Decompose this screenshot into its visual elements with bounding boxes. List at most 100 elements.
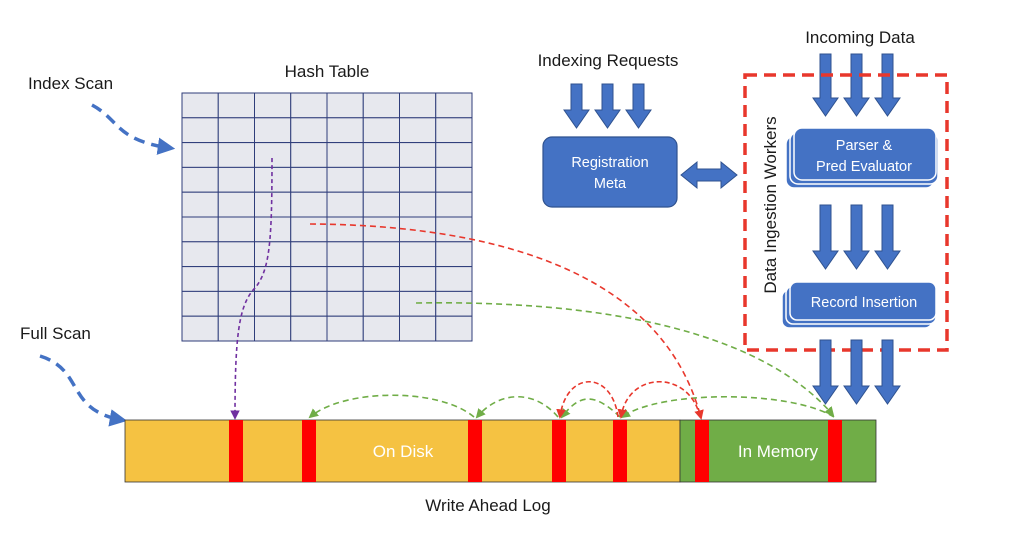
hash-table-cell [181,290,219,317]
hash-table-cell [254,290,292,317]
hash-table-cell [254,266,292,292]
hash-table-cell [181,117,219,144]
parser-to-insertion-arrows [812,204,901,270]
hash-table-cell [217,117,255,144]
hash-table-cell [181,216,219,243]
hash-table-cell [181,315,219,342]
hash-table-cell [254,117,292,144]
hash-table-cell [399,142,437,168]
registration-meta-line1: Registration [571,155,648,171]
hash-table-cell [362,216,400,243]
hash-table-cell [290,166,328,193]
parser-line2: Pred Evaluator [816,159,912,175]
hash-table-cell [435,191,473,218]
hash-table-cell [181,266,219,292]
hash-table-grid [181,92,473,342]
registration-meta-line2: Meta [594,176,627,192]
wal-red-chain [556,380,701,419]
hash-table-cell [181,92,219,119]
data-ingestion-workers-label: Data Ingestion Workers [761,116,780,293]
hash-table-cell [254,241,292,268]
hash-table-cell [181,241,219,268]
record-insertion-box-stack [781,281,937,329]
hash-table-cell [254,216,292,243]
hash-table-cell [217,266,255,292]
hash-table-cell [435,216,473,243]
hash-table-cell [254,191,292,218]
hash-table-cell [326,92,364,119]
hash-table-cell [326,166,364,193]
index-scan-arrow [91,103,176,155]
full-scan-arrow [39,354,128,427]
hash-table-cell [326,191,364,218]
hash-table-cell [326,117,364,144]
hash-table-cell [254,142,292,168]
hash-table-cell [399,315,437,342]
hash-table-cell [181,166,219,193]
hash-table-cell [217,92,255,119]
hash-table-cell [290,117,328,144]
hash-table-cell [435,241,473,268]
on-disk-label: On Disk [373,442,434,461]
data-ingestion-workers-frame [743,73,949,352]
hash-table-cell [326,241,364,268]
hash-table-cell [290,92,328,119]
wal-record-markers [229,420,842,482]
hash-table-cell [399,191,437,218]
hash-table-cell [181,191,219,218]
registration-meta-box [542,136,678,208]
hash-table-cell [435,266,473,292]
index-scan-label: Index Scan [28,74,113,93]
incoming-data-label: Incoming Data [805,28,915,47]
hash-table-cell [254,92,292,119]
wal-green-chain [308,394,835,419]
hash-table-cell [290,315,328,342]
hash-table-cell [217,166,255,193]
hash-table-cell [399,266,437,292]
hash-table-cell [435,315,473,342]
hash-table-cell [217,241,255,268]
hash-table-cell [362,290,400,317]
hash-table-cell [326,266,364,292]
hash-table-cell [290,142,328,168]
hash-table-cell [326,315,364,342]
hash-table-cell [435,92,473,119]
hash-table-cell [326,216,364,243]
hash-table-cell [362,142,400,168]
hash-table-cell [399,92,437,119]
hash-table-cell [254,315,292,342]
hash-table-cell [362,166,400,193]
insertion-to-memory-arrows [812,339,901,405]
index-pointer-red [309,223,704,420]
hash-table-cell [181,142,219,168]
hash-table-cell [217,142,255,168]
indexing-request-arrows [563,83,652,129]
write-ahead-log-label: Write Ahead Log [425,496,550,515]
hash-table-cell [362,92,400,119]
hash-table-cell [362,241,400,268]
wal-in-memory-segment [679,419,877,483]
parser-line1: Parser & [836,138,893,154]
indexing-requests-label: Indexing Requests [538,51,679,70]
index-pointer-green [415,301,835,417]
hash-table-cell [362,315,400,342]
hash-table-cell [217,315,255,342]
hash-table-cell [326,290,364,317]
record-insertion-label: Record Insertion [811,295,917,311]
hash-table-cell [399,166,437,193]
hash-table-cell [435,166,473,193]
index-pointer-purple [230,157,273,420]
parser-box-stack [785,127,939,189]
hash-table-cell [326,142,364,168]
hash-table-cell [399,241,437,268]
hash-table-cell [362,117,400,144]
hash-table-cell [399,290,437,317]
incoming-data-arrows [812,53,901,117]
hash-table-cell [362,191,400,218]
hash-table-cell [435,142,473,168]
hash-table-cell [217,216,255,243]
hash-table-cell [290,290,328,317]
full-scan-label: Full Scan [20,324,91,343]
hash-table-cell [362,266,400,292]
